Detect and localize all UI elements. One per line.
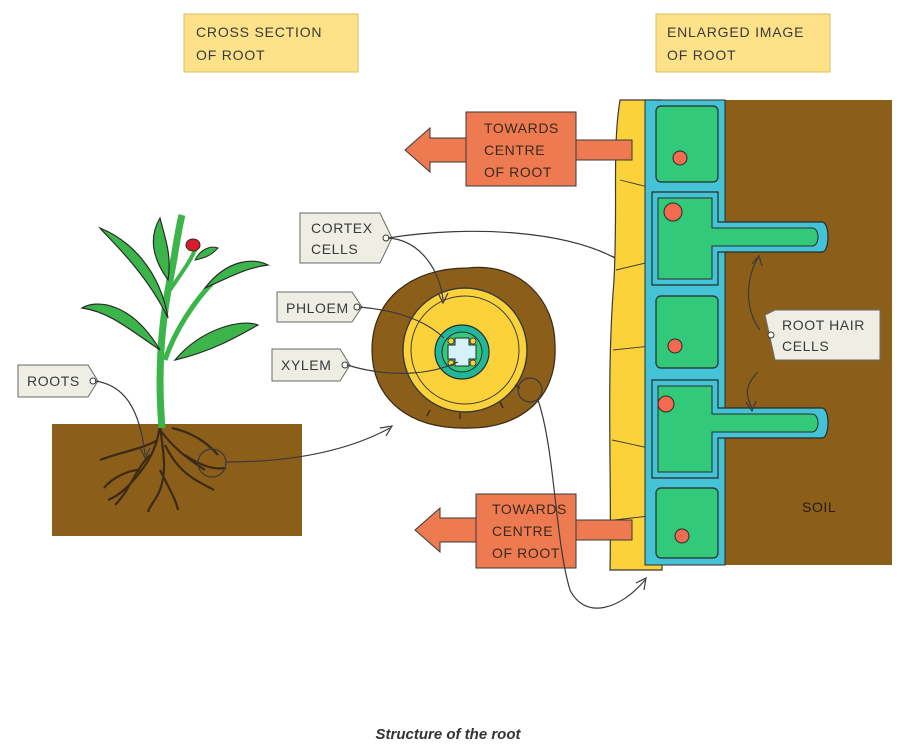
cortex-label-line1: CORTEX bbox=[311, 220, 373, 236]
roots-label-text: ROOTS bbox=[27, 373, 80, 389]
xylem-label: XYLEM bbox=[271, 348, 459, 382]
zoom-arrow bbox=[225, 427, 391, 463]
soil-block bbox=[52, 424, 302, 536]
cross-section-title-line1: CROSS SECTION bbox=[196, 24, 322, 40]
enlarged-image-title: ENLARGED IMAGE OF ROOT bbox=[655, 13, 831, 73]
cross-section-title-line2: OF ROOT bbox=[196, 47, 265, 63]
top-arrow-line3: OF ROOT bbox=[484, 164, 552, 180]
top-arrow-line1: TOWARDS bbox=[484, 120, 559, 136]
flower-bud bbox=[185, 238, 201, 252]
figure-caption: Structure of the root bbox=[376, 726, 522, 743]
enlarged-title-line2: OF ROOT bbox=[667, 47, 736, 63]
cross-section bbox=[371, 266, 556, 429]
phloem-label: PHLOEM bbox=[276, 291, 445, 339]
cortex-cells-label: CORTEX CELLS bbox=[299, 212, 624, 305]
root-hair-cell bbox=[651, 191, 829, 286]
root-hair-label-line1: ROOT HAIR bbox=[782, 317, 865, 333]
soil-label: SOIL bbox=[802, 499, 836, 515]
roots-label: ROOTS bbox=[17, 364, 151, 460]
epidermis-cell bbox=[655, 105, 719, 183]
zoom-arrow-2 bbox=[537, 399, 646, 609]
enlarged-root bbox=[609, 99, 892, 571]
plant-illustration bbox=[52, 214, 302, 536]
cross-section-title: CROSS SECTION OF ROOT bbox=[183, 13, 359, 73]
epidermis-cell bbox=[655, 487, 719, 559]
root-hair-label-line2: CELLS bbox=[782, 338, 829, 354]
top-arrow-line2: CENTRE bbox=[484, 142, 545, 158]
bottom-arrow-line1: TOWARDS bbox=[492, 501, 567, 517]
root-hair-cell bbox=[651, 379, 829, 479]
xylem-label-text: XYLEM bbox=[281, 357, 331, 373]
epidermis-cell bbox=[655, 295, 719, 369]
xylem-cross bbox=[447, 337, 477, 367]
towards-centre-arrow-bottom: TOWARDS CENTRE OF ROOT bbox=[414, 493, 633, 569]
root-hair-cells-label: ROOT HAIR CELLS bbox=[764, 309, 881, 361]
enlarged-title-line1: ENLARGED IMAGE bbox=[667, 24, 804, 40]
bottom-arrow-line3: OF ROOT bbox=[492, 545, 560, 561]
cortex-label-line2: CELLS bbox=[311, 241, 358, 257]
phloem-label-text: PHLOEM bbox=[286, 300, 349, 316]
bottom-arrow-line2: CENTRE bbox=[492, 523, 553, 539]
towards-centre-arrow-top: TOWARDS CENTRE OF ROOT bbox=[404, 111, 633, 187]
plant-roots bbox=[99, 423, 227, 513]
